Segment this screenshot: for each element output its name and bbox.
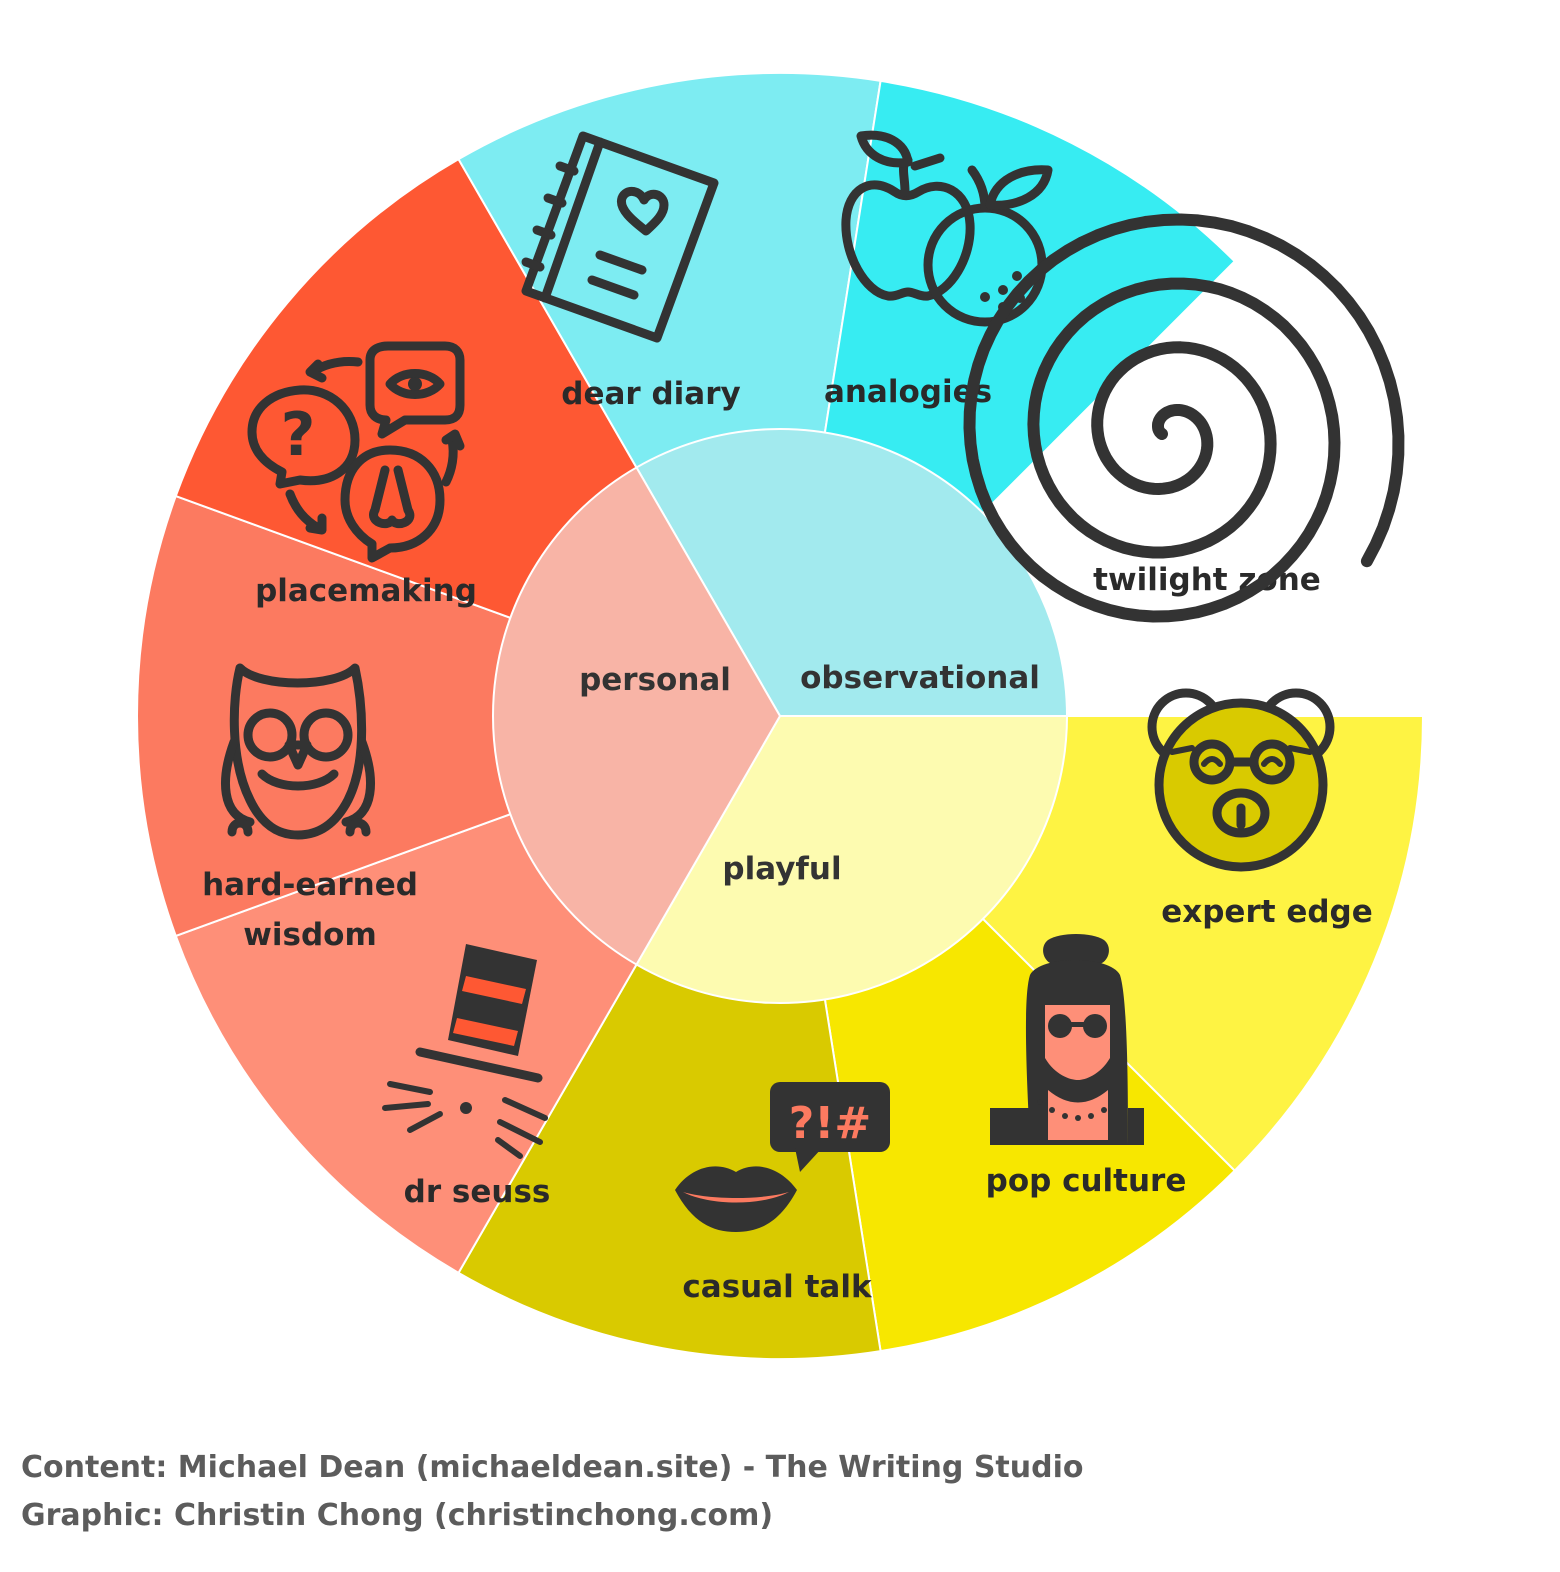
label-hard-earned-line2: wisdom [243, 917, 377, 953]
hub [492, 428, 1069, 1004]
owl-icon [221, 663, 375, 840]
label-dr-seuss: dr seuss [404, 1174, 551, 1210]
label-casual-talk: casual talk [682, 1269, 873, 1305]
credit-graphic: Graphic: Christin Chong (christinchong.c… [21, 1498, 774, 1533]
hub-playful [492, 466, 782, 966]
hub-label-observational: observational [800, 660, 1040, 696]
label-placemaking: placemaking [255, 573, 477, 609]
label-analogies: analogies [824, 374, 992, 410]
label-hard-earned-line1: hard-earned [202, 867, 418, 903]
celebrity-icon [990, 934, 1144, 1145]
hub-personal [635, 428, 1069, 717]
cat-in-hat-icon [382, 944, 548, 1159]
lips-speech-bubble-icon: ?!# [675, 1082, 890, 1232]
heart-diary-icon [521, 131, 719, 343]
hub-observational [635, 715, 1069, 1004]
ear-glyph: ? [281, 400, 316, 470]
label-expert-edge: expert edge [1161, 894, 1373, 930]
writing-styles-wheel: personal observational playful dear diar… [136, 71, 1425, 1360]
senses-cycle-icon: ? [247, 341, 465, 563]
hub-label-personal: personal [579, 662, 731, 698]
credit-content: Content: Michael Dean (michaeldean.site)… [21, 1450, 1084, 1485]
label-pop-culture: pop culture [986, 1163, 1187, 1199]
credits: Content: Michael Dean (michaeldean.site)… [21, 1444, 1084, 1540]
hub-label-playful: playful [722, 851, 841, 887]
label-dear-diary: dear diary [561, 376, 740, 412]
nerd-bear-icon [1147, 688, 1335, 872]
spiral-icon [963, 213, 1405, 623]
bubble-symbols: ?!# [789, 1098, 871, 1149]
